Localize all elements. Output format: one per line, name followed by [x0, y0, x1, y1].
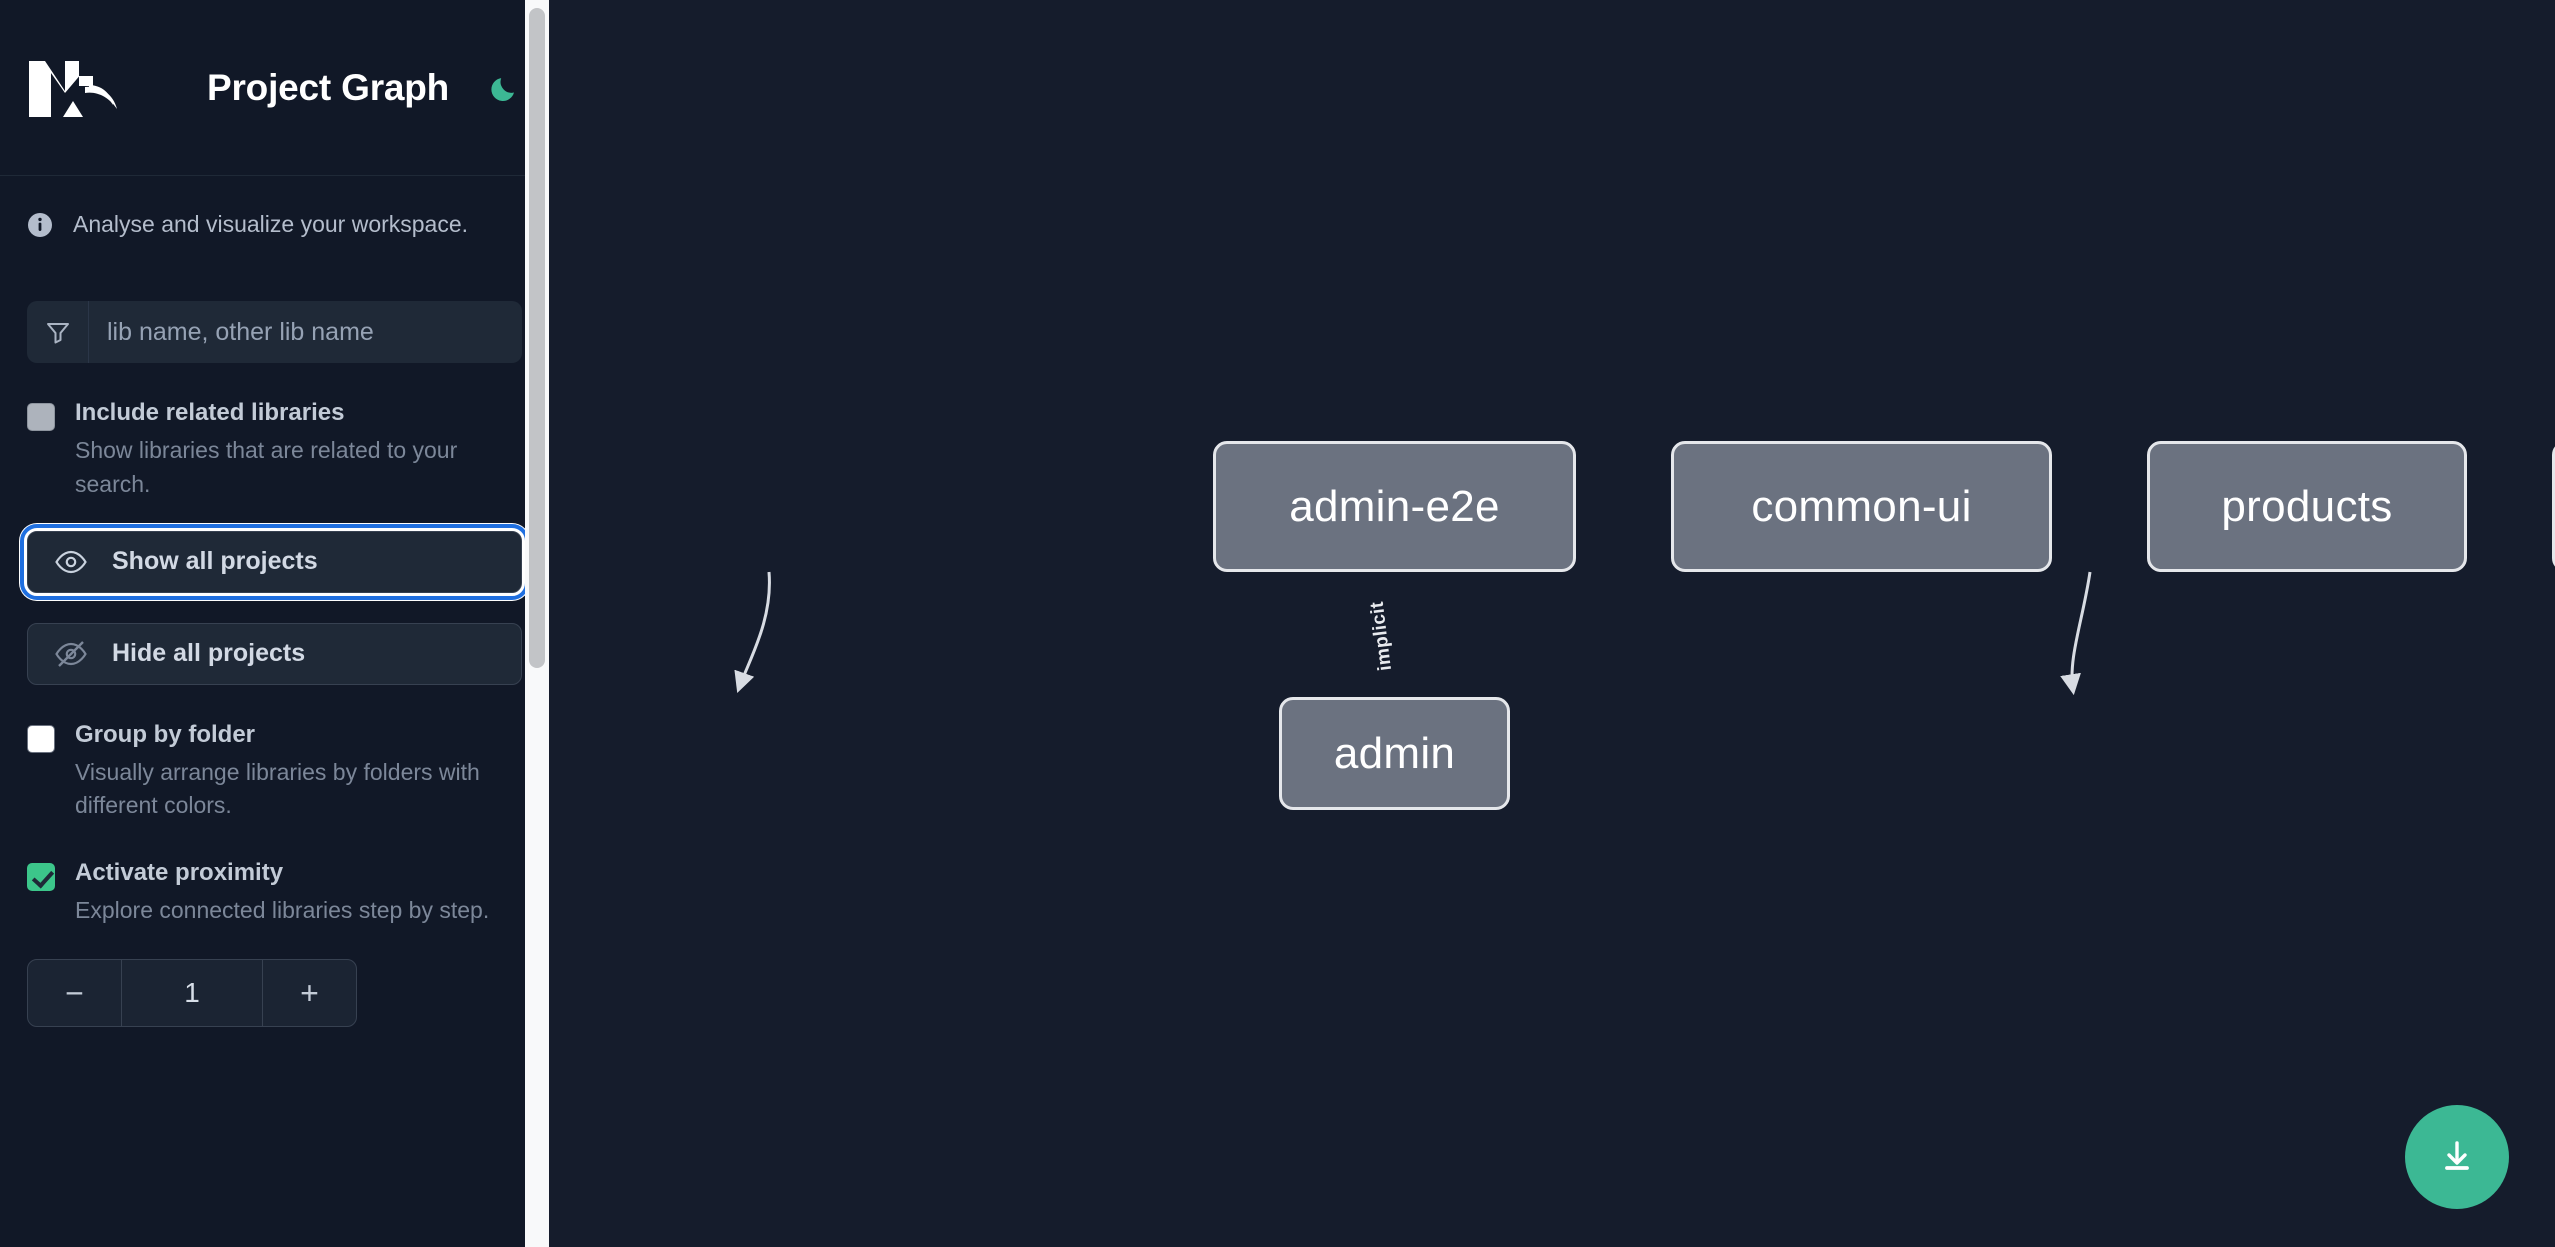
sidebar-tagline-text: Analyse and visualize your workspace.: [73, 211, 469, 237]
activate-proximity-description: Explore connected libraries step by step…: [75, 896, 490, 923]
proximity-decrement-button[interactable]: −: [28, 960, 122, 1027]
show-all-projects-label: Show all projects: [112, 547, 318, 576]
option-group-by-folder[interactable]: Group by folder Visually arrange librari…: [27, 719, 522, 823]
info-icon: [27, 212, 53, 238]
sidebar: Project Graph Analyse and visualize your…: [0, 0, 549, 1247]
activate-proximity-checkbox[interactable]: [27, 862, 55, 891]
filter-icon: [27, 301, 89, 363]
project-graph-canvas[interactable]: admin-e2e common-ui products store-e2e a…: [549, 0, 2555, 1247]
sidebar-body: Include related libraries Show libraries…: [0, 301, 549, 1028]
search-input[interactable]: [89, 301, 522, 363]
page-title: Project Graph: [207, 66, 450, 108]
moon-icon[interactable]: [485, 68, 525, 108]
download-graph-button[interactable]: [2405, 1105, 2509, 1209]
hide-all-projects-label: Hide all projects: [112, 639, 306, 668]
eye-icon: [54, 545, 88, 579]
include-related-libraries-label: Include related libraries: [75, 399, 345, 426]
edge-admin-e2e-admin: [734, 571, 771, 693]
sidebar-tagline: Analyse and visualize your workspace.: [0, 176, 549, 273]
group-by-folder-checkbox[interactable]: [27, 724, 55, 753]
group-by-folder-description: Visually arrange libraries by folders wi…: [75, 759, 480, 819]
nx-logo-icon: [27, 57, 123, 119]
option-activate-proximity[interactable]: Activate proximity Explore connected lib…: [27, 857, 522, 928]
include-related-libraries-checkbox[interactable]: [27, 403, 55, 431]
filter-field[interactable]: [27, 301, 522, 363]
hide-all-projects-button[interactable]: Hide all projects: [27, 622, 522, 685]
sidebar-scrollbar-thumb[interactable]: [529, 8, 545, 668]
graph-node-admin-e2e[interactable]: admin-e2e: [1213, 441, 1576, 572]
proximity-increment-button[interactable]: +: [262, 960, 356, 1027]
show-all-projects-button[interactable]: Show all projects: [20, 523, 529, 600]
eye-off-icon: [54, 637, 88, 671]
edge-store-e2e-store: [2060, 571, 2092, 696]
sidebar-scrollbar[interactable]: [525, 0, 549, 1247]
group-by-folder-label: Group by folder: [75, 720, 255, 748]
download-icon: [2437, 1135, 2477, 1180]
graph-node-products[interactable]: products: [2147, 441, 2467, 572]
activate-proximity-label: Activate proximity: [75, 858, 284, 886]
graph-node-common-ui[interactable]: common-ui: [1671, 441, 2052, 572]
include-related-libraries-description: Show libraries that are related to your …: [75, 437, 458, 497]
proximity-value: 1: [184, 977, 200, 1009]
sidebar-header: Project Graph: [0, 0, 549, 176]
option-include-related-libraries[interactable]: Include related libraries Show libraries…: [27, 397, 522, 501]
graph-node-admin[interactable]: admin: [1279, 697, 1510, 810]
proximity-stepper[interactable]: − 1 +: [27, 959, 357, 1028]
graph-edges: [734, 571, 2092, 696]
